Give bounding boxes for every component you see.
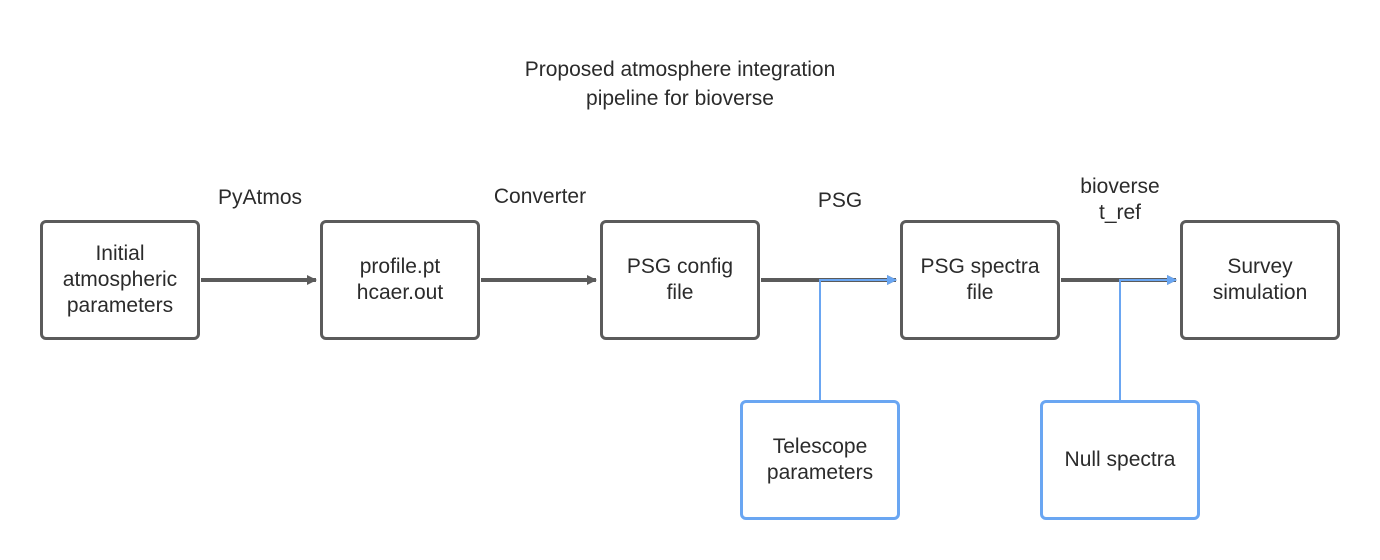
node-initial-line-2: atmospheric (62, 268, 178, 291)
node-null-spectra-line-1: Null spectra (1064, 448, 1176, 471)
edge-label-bioverse: bioverse t_ref (1060, 174, 1180, 226)
node-telescope-parameters[interactable]: Telescope parameters (740, 400, 900, 520)
node-null-spectra[interactable]: Null spectra (1040, 400, 1200, 520)
node-telescope-line-2: parameters (766, 461, 874, 484)
title-line-1: Proposed atmosphere integration (524, 58, 836, 81)
node-psg-config-line-2: file (666, 281, 694, 304)
arrow-null-to-survey (1119, 275, 1177, 400)
node-psg-spectra-line-1: PSG spectra (920, 255, 1040, 278)
edge-label-converter: Converter (493, 185, 587, 208)
node-psg-config-line-1: PSG config (626, 255, 734, 278)
arrow-telescope-to-spectra (819, 275, 897, 400)
node-initial-parameters[interactable]: Initial atmospheric parameters (40, 220, 200, 340)
node-psg-spectra-line-2: file (966, 281, 994, 304)
edge-label-bioverse-line-2: t_ref (1098, 201, 1142, 224)
node-initial-line-3: parameters (66, 294, 174, 317)
node-psg-config-file[interactable]: PSG config file (600, 220, 760, 340)
node-profile-line-2: hcaer.out (356, 281, 444, 304)
edge-label-pyatmos: PyAtmos (217, 186, 303, 209)
node-survey-line-2: simulation (1212, 281, 1308, 304)
node-profile-line-1: profile.pt (359, 255, 441, 278)
node-initial-line-1: Initial (95, 242, 145, 265)
node-survey-simulation[interactable]: Survey simulation (1180, 220, 1340, 340)
diagram-title: Proposed atmosphere integration pipeline… (430, 55, 930, 113)
node-telescope-line-1: Telescope (772, 435, 868, 458)
node-psg-spectra-file[interactable]: PSG spectra file (900, 220, 1060, 340)
edge-label-psg: PSG (817, 189, 863, 212)
title-line-2: pipeline for bioverse (586, 87, 774, 110)
node-profile-files[interactable]: profile.pt hcaer.out (320, 220, 480, 340)
edge-label-bioverse-line-1: bioverse (1080, 175, 1160, 198)
node-survey-line-1: Survey (1227, 255, 1293, 278)
